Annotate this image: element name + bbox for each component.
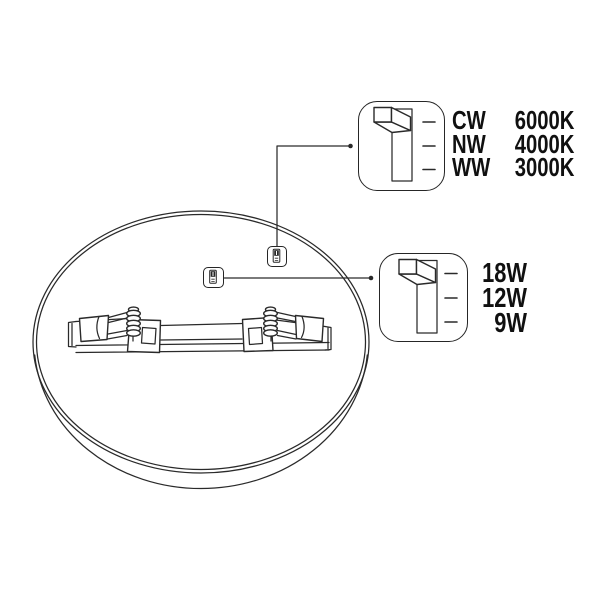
left-coil-spring — [125, 306, 141, 342]
color-temp-kelvin-value: 6000K — [514, 105, 575, 135]
left-spring-wing — [78, 314, 110, 343]
fixture-wattage-switch — [203, 267, 224, 288]
wattage-row-18w: 18W — [482, 257, 527, 288]
fixture-outline — [32, 210, 370, 490]
leader-line-color-temp — [276, 143, 353, 247]
wattage-row-9w: 9W — [494, 307, 527, 339]
right-spring-wing — [294, 314, 325, 343]
slide-switch-3d-icon — [397, 258, 458, 334]
color-temp-row-ww: WW 3000K — [452, 152, 575, 182]
wattage-row-12w: 12W — [482, 282, 527, 314]
color-temp-kelvin-value: 3000K — [514, 152, 575, 182]
wattage-labels: 18W 12W 9W — [433, 257, 527, 339]
color-temp-kelvin-value: 4000K — [514, 128, 575, 159]
color-temp-row-nw: NW 4000K — [452, 128, 575, 159]
right-coil-spring — [263, 306, 279, 342]
fixture-color-temp-switch — [267, 246, 287, 267]
color-temp-mode-label: WW — [452, 152, 491, 182]
wattage-switch-panel — [378, 253, 468, 342]
color-temp-switch-panel — [357, 100, 445, 191]
color-temp-mode-label: NW — [452, 128, 486, 159]
color-temp-labels: CW 6000K NW 4000K WW 3000K — [452, 105, 575, 182]
slide-switch-icon — [272, 248, 281, 263]
color-temp-mode-label: CW — [452, 105, 486, 135]
mounting-bracket — [67, 306, 332, 354]
color-temp-row-cw: CW 6000K — [452, 105, 575, 135]
leader-line-wattage — [223, 275, 374, 281]
slide-switch-3d-icon — [372, 106, 436, 182]
slide-switch-icon — [209, 269, 217, 284]
